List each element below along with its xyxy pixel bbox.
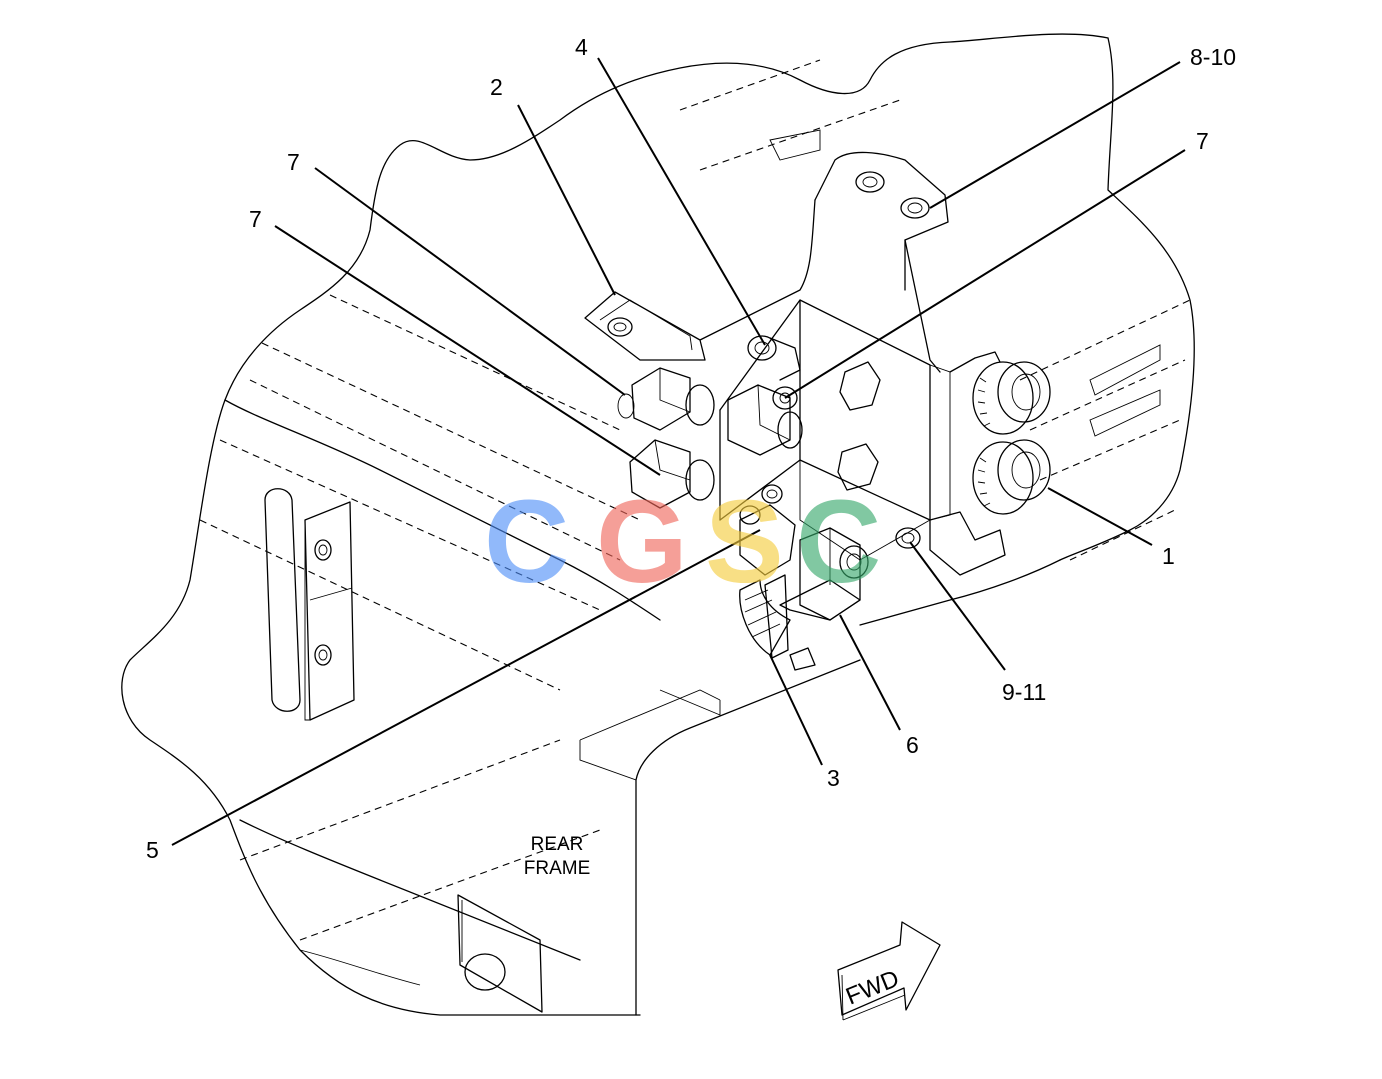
forward-direction-arrow: FWD xyxy=(837,921,941,1021)
callout-5: 5 xyxy=(146,837,159,863)
elbow-fitting-center xyxy=(727,384,803,456)
elbow-fitting-lower-left xyxy=(629,439,715,509)
frame-label-line1: REAR xyxy=(531,834,584,855)
callout-2: 2 xyxy=(490,74,503,100)
elbow-fitting-item-4 xyxy=(747,335,801,381)
watermark-letter-g: G xyxy=(596,476,688,608)
callout-7a: 7 xyxy=(287,149,300,175)
rear-frame xyxy=(121,33,1195,1016)
mounting-bracket xyxy=(584,291,706,361)
leader-3 xyxy=(769,654,823,766)
leader-9-11 xyxy=(909,541,1006,671)
callout-6: 6 xyxy=(906,732,919,758)
leader-4 xyxy=(597,57,766,346)
leader-8-10 xyxy=(929,61,1181,209)
tee-fitting xyxy=(739,484,796,576)
frame-mount-plate xyxy=(457,894,543,1013)
leader-7b xyxy=(274,225,661,476)
callout-labels: 1 2 3 4 5 6 7 7 7 8-10 9-11 xyxy=(146,34,1236,863)
callout-8-10: 8-10 xyxy=(1190,44,1236,70)
callout-7c: 7 xyxy=(1196,128,1209,154)
hose-clamp xyxy=(739,574,816,671)
bolt-item-9-11 xyxy=(895,511,1006,576)
fwd-label: FWD xyxy=(842,965,903,1011)
callout-3: 3 xyxy=(827,765,840,791)
elbow-fitting-upper-left xyxy=(617,367,715,431)
watermark-letter-c1: C xyxy=(484,476,569,608)
leader-lines xyxy=(171,57,1186,846)
callout-9-11: 9-11 xyxy=(1002,679,1046,705)
leader-6 xyxy=(839,614,901,731)
leader-5 xyxy=(171,529,761,846)
frame-slot-plate xyxy=(264,488,355,721)
callout-4: 4 xyxy=(575,34,588,60)
callout-7b: 7 xyxy=(249,206,262,232)
leader-1 xyxy=(1047,487,1153,546)
watermark-logo: C G S C xyxy=(484,476,881,608)
quick-coupler-upper xyxy=(949,351,1051,435)
callout-1: 1 xyxy=(1162,543,1175,569)
frame-label-line2: FRAME xyxy=(524,858,591,879)
leader-7c xyxy=(784,149,1186,399)
leader-2 xyxy=(517,104,616,296)
watermark-letter-c2: C xyxy=(796,476,881,608)
upper-mount-plate xyxy=(699,151,949,373)
watermark-letter-s: S xyxy=(705,476,784,608)
elbow-fitting-item-6 xyxy=(779,527,869,621)
frame-label: REAR FRAME xyxy=(524,834,591,879)
quick-coupler-lower xyxy=(972,439,1051,515)
leader-7a xyxy=(314,167,626,396)
